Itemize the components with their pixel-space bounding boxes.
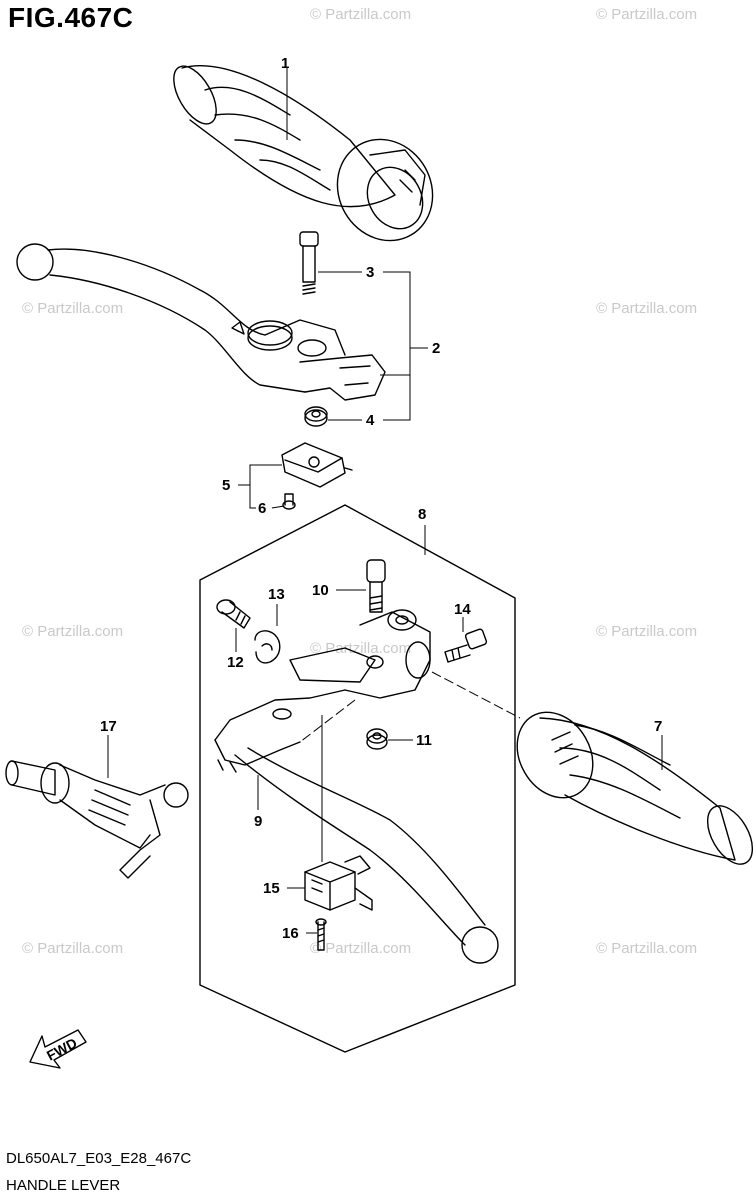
bolt-part-12 [216, 599, 251, 629]
watermark: © Partzilla.com [596, 300, 698, 317]
callout-15: 15 [263, 880, 280, 897]
figure-title: FIG.467C [8, 2, 134, 33]
model-code: DL650AL7_E03_E28_467C [6, 1150, 192, 1167]
watermark: © Partzilla.com [22, 300, 124, 317]
watermark: © Partzilla.com [310, 640, 412, 657]
clutch-assembly-frame [199, 504, 516, 1053]
callout-12: 12 [227, 654, 244, 671]
bolt-part-3 [299, 231, 319, 295]
front-brake-lever-part [16, 243, 386, 401]
nut-part-11 [366, 728, 388, 750]
callout-10: 10 [312, 582, 329, 599]
washer-part-13 [254, 630, 281, 664]
callout-2: 2 [432, 340, 441, 357]
callout-11: 11 [416, 732, 432, 749]
nut-part-4 [304, 406, 328, 427]
bolt-part-10 [366, 559, 386, 613]
front-brake-switch-part-5 [281, 442, 353, 488]
callout-3: 3 [366, 264, 375, 281]
watermark: © Partzilla.com [22, 940, 124, 957]
callout-5: 5 [222, 477, 231, 494]
bolt-part-14 [444, 628, 488, 663]
watermark: © Partzilla.com [596, 623, 698, 640]
watermark: © Partzilla.com [596, 940, 698, 957]
watermark: © Partzilla.com [596, 6, 698, 23]
left-grip-part-7 [516, 711, 754, 865]
fwd-arrow-icon [29, 1029, 87, 1069]
watermark: © Partzilla.com [310, 940, 412, 957]
watermark: © Partzilla.com [22, 623, 124, 640]
callout-9: 9 [254, 813, 263, 830]
callout-13: 13 [268, 586, 285, 603]
callout-16: 16 [282, 925, 299, 942]
watermark: © Partzilla.com [310, 6, 412, 23]
callout-7: 7 [654, 718, 663, 735]
callout-6: 6 [258, 500, 267, 517]
callout-8: 8 [418, 506, 427, 523]
callout-14: 14 [454, 601, 471, 618]
screw-part-6 [282, 493, 296, 510]
cable-holder-part-17 [5, 760, 189, 879]
throttle-grip-part [173, 65, 434, 242]
section-name: HANDLE LEVER [6, 1177, 121, 1194]
clutch-lever-part-9 [214, 689, 499, 964]
callout-1: 1 [281, 55, 290, 72]
clutch-lever-holder-part [289, 609, 431, 699]
screw-part-16 [315, 918, 327, 951]
callout-4: 4 [366, 412, 375, 429]
clutch-switch-part-15 [304, 855, 373, 911]
callout-17: 17 [100, 718, 117, 735]
